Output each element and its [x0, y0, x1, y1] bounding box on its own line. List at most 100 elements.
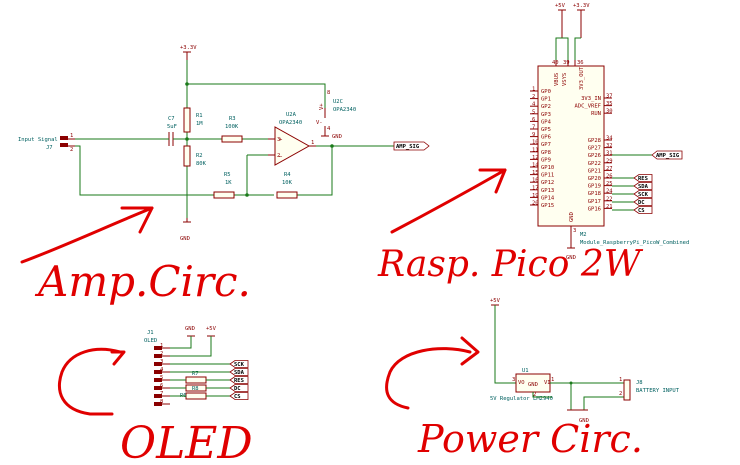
- pico-right-pin-num: 31: [606, 151, 613, 157]
- r3-resistor: [221, 135, 243, 143]
- u2c-value: OPA2340: [333, 107, 356, 113]
- oled-pin-num: 8: [160, 399, 163, 405]
- oled-pin-num: 5: [160, 375, 163, 381]
- pico-left-pin-num: 5: [532, 109, 535, 115]
- u2a-value: OPA2340: [279, 120, 302, 126]
- r5-ref: R5: [224, 172, 231, 178]
- pico-left-pin-num: 10: [532, 140, 539, 146]
- pico-net-flag: [633, 190, 653, 198]
- pico-net-flag: [633, 182, 653, 190]
- oled-net-label: CS: [234, 394, 241, 400]
- c7-value: 5uF: [167, 124, 177, 130]
- pico-left-pin-label: GP1: [541, 97, 551, 103]
- pico-left-pin-label: GP3: [541, 112, 551, 118]
- pico-left-pin-num: 14: [532, 163, 539, 169]
- opamp-minus-symbol: −: [279, 154, 283, 160]
- pico-left-pin-label: GP13: [541, 188, 554, 194]
- pico-right-pin-label: GP16: [588, 206, 601, 212]
- pico-right-pin-num: 27: [606, 166, 613, 172]
- pico-net-label: DC: [638, 200, 645, 206]
- oled-ref: J1: [147, 330, 154, 336]
- pico-left-pin-label: GP12: [541, 180, 554, 186]
- oled-net-label: SDA: [234, 370, 245, 376]
- pico-left-pin-label: GP14: [541, 195, 555, 201]
- oled-net-flag: [229, 384, 249, 392]
- pico-right-top-label: RUN: [591, 111, 601, 117]
- oled-pin: [154, 402, 162, 406]
- pico-net-flag: [633, 174, 653, 182]
- pico-gnd-label: GND: [566, 255, 576, 261]
- svg-text:VO: VO: [518, 380, 525, 386]
- pico-right-pin-label: GP22: [588, 161, 601, 167]
- svg-text:1: 1: [70, 133, 73, 139]
- pico-amp-sig-label: AMP_SIG: [656, 153, 680, 159]
- r5-resistor: [213, 191, 235, 199]
- pico-right-pin-num: 26: [606, 174, 613, 180]
- svg-text:V-: V-: [316, 120, 323, 126]
- pico-left-pin-label: GP6: [541, 135, 551, 141]
- svg-text:3: 3: [512, 377, 515, 383]
- svg-text:3: 3: [277, 137, 280, 143]
- svg-text:8: 8: [327, 90, 330, 96]
- svg-text:VSYS: VSYS: [562, 73, 568, 86]
- pico-right-pin-label: GP26: [588, 153, 601, 159]
- pico-right-pin-num: 21: [606, 204, 613, 210]
- pico-left-pin-label: GP15: [541, 203, 554, 209]
- pico-right-pin-num: 32: [606, 143, 613, 149]
- svg-text:1: 1: [619, 377, 622, 383]
- j7-pin2: [60, 143, 68, 147]
- oled-pin: [154, 370, 162, 374]
- oled-net-label: SCK: [234, 362, 245, 368]
- oled-net-flag: [229, 392, 249, 400]
- pico-left-pin-num: 2: [532, 94, 535, 100]
- c7-ref: C7: [168, 116, 175, 122]
- oled-net-flag: [229, 360, 249, 368]
- pico-left-pin-label: GP2: [541, 104, 551, 110]
- svg-text:2: 2: [277, 153, 280, 159]
- oled-value: OLED: [144, 338, 157, 344]
- pico-left-pin-num: 6: [532, 117, 535, 123]
- amp-3v3-label: +3.3V: [180, 45, 197, 51]
- pico-right-top-label: ADC_VREF: [575, 104, 602, 110]
- pico-right-pin-label: GP21: [588, 168, 601, 174]
- pico-left-pin-label: GP0: [541, 89, 551, 95]
- j8-ref: J8: [636, 380, 643, 386]
- r7-ref: R7: [192, 371, 199, 377]
- pico-net-label: RES: [638, 176, 648, 182]
- handwritten-annotations: Amp.Circ. Rasp. Pico 2W OLED Power Circ.: [20, 168, 644, 465]
- svg-text:GND: GND: [528, 382, 538, 388]
- j7-pin1: [60, 136, 68, 140]
- r2-ref: R2: [196, 153, 203, 159]
- j7-ref: J7: [46, 145, 53, 151]
- r1-resistor: [183, 107, 191, 133]
- oled-net-flag: [229, 376, 249, 384]
- pico-left-pin-num: 1: [532, 87, 535, 93]
- pico-left-pins: GP01GP12GP24GP35GP46GP57GP69GP710GP811GP…: [530, 87, 555, 209]
- r6-resistor: [185, 392, 207, 400]
- r4-value: 10K: [282, 180, 293, 186]
- pico-left-pin-num: 7: [532, 125, 535, 131]
- pico-left-pin-label: GP9: [541, 157, 551, 163]
- opamp-plus-symbol: +: [279, 137, 283, 143]
- pico-right-pin-label: GP27: [588, 146, 601, 152]
- oled-pin-num: 1: [160, 343, 163, 349]
- svg-text:GND: GND: [569, 212, 575, 222]
- pico-left-pin-num: 9: [532, 132, 535, 138]
- pico-right-pin-label: GP19: [588, 184, 601, 190]
- pico-ref: M2: [580, 232, 587, 238]
- pico-right-pin-num: 34: [606, 136, 613, 142]
- pico-amp-sig-flag: [651, 150, 683, 160]
- oled-pin: [154, 362, 162, 366]
- r2-value: 80K: [196, 161, 207, 167]
- r3-ref: R3: [229, 116, 236, 122]
- u1-ref: U1: [522, 368, 529, 374]
- svg-text:39: 39: [563, 60, 570, 66]
- regulator-value: 5V Regulator LM2940: [490, 396, 553, 402]
- oled-gnd-label: GND: [185, 326, 195, 332]
- pico-5v-label: +5V: [555, 3, 566, 9]
- svg-text:2: 2: [619, 391, 622, 397]
